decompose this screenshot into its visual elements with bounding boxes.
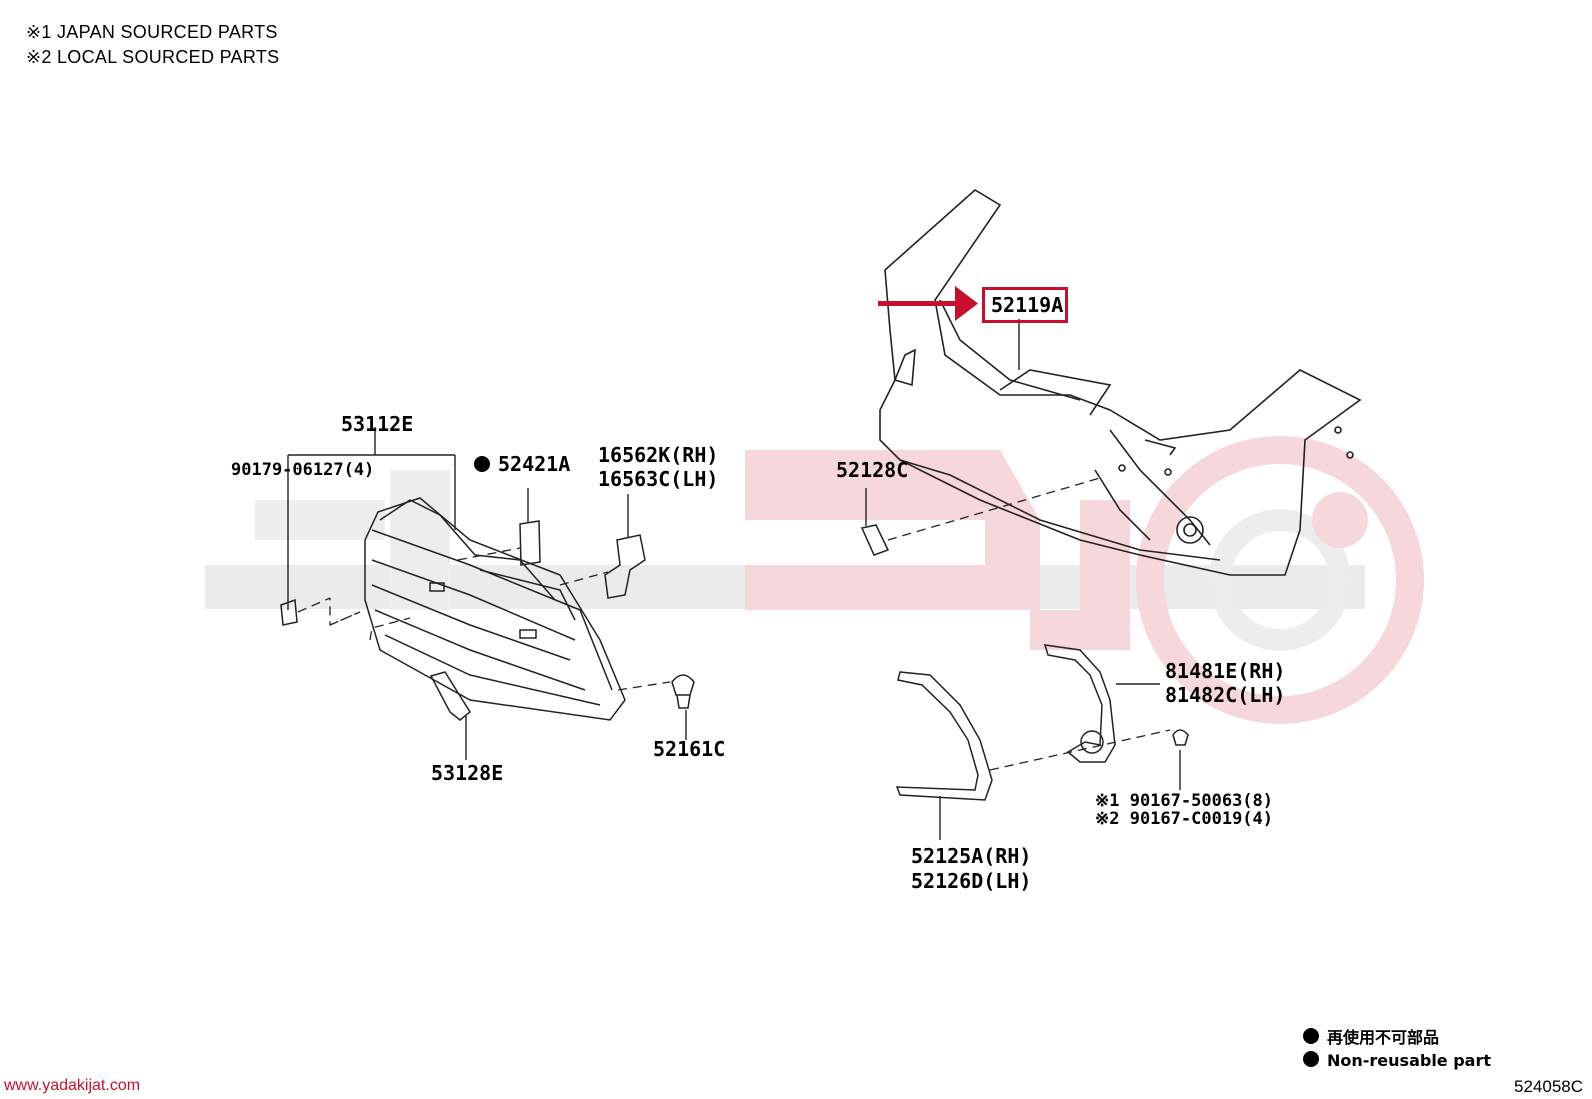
label-52119A[interactable]: 52119A	[991, 293, 1064, 317]
label-16562K[interactable]: 16562K(RH)	[598, 443, 719, 467]
grille-drawing	[364, 497, 626, 721]
emblem-53128E-drawing	[429, 671, 471, 721]
label-52126D[interactable]: 52126D(LH)	[911, 869, 1032, 893]
label-52421A-row[interactable]: 52421A	[474, 452, 570, 476]
legend-dot-icon	[1303, 1028, 1319, 1044]
label-90179[interactable]: 90179-06127(4)	[231, 460, 375, 480]
label-52161C[interactable]: 52161C	[653, 737, 726, 761]
legend-jp-text: 再使用不可部品	[1327, 1028, 1440, 1047]
legend-en-text: Non-reusable part	[1327, 1051, 1492, 1070]
highlight-arrow	[878, 286, 978, 321]
label-16563C[interactable]: 16563C(LH)	[598, 467, 719, 491]
label-90167-50063[interactable]: ※1 90167-50063(8)	[1095, 791, 1274, 811]
site-link[interactable]: www.yadakijat.com	[4, 1077, 141, 1094]
note-local-sourced: ※2 LOCAL SOURCED PARTS	[26, 47, 280, 67]
assembly-dashes	[297, 477, 1171, 771]
label-52421A: 52421A	[498, 452, 571, 476]
note-japan-sourced: ※1 JAPAN SOURCED PARTS	[26, 22, 278, 42]
label-52128C[interactable]: 52128C	[836, 458, 909, 482]
diagram-code: 524058C	[1514, 1077, 1584, 1096]
garnish-52125A-drawing	[895, 671, 993, 801]
label-53128E[interactable]: 53128E	[431, 761, 504, 785]
clip-90179-drawing	[280, 598, 298, 626]
legend-jp: 再使用不可部品	[1303, 1024, 1439, 1048]
legend-en: Non-reusable part	[1303, 1051, 1491, 1070]
label-52125A[interactable]: 52125A(RH)	[911, 844, 1032, 868]
non-reusable-dot-icon	[474, 456, 490, 472]
watermark-logo	[205, 436, 1424, 724]
lamp-bracket-81481E-drawing	[1043, 644, 1189, 763]
highlight-box	[982, 287, 1068, 323]
leader-lines	[287, 319, 1181, 840]
clip-52161C-drawing	[671, 674, 695, 709]
bumper-cover-drawing	[879, 189, 1362, 576]
label-53112E[interactable]: 53112E	[341, 412, 414, 436]
label-90167-C0019[interactable]: ※2 90167-C0019(4)	[1095, 809, 1274, 829]
plate-52421A-drawing	[519, 520, 541, 566]
label-81482C[interactable]: 81482C(LH)	[1165, 683, 1286, 707]
label-81481E[interactable]: 81481E(RH)	[1165, 659, 1286, 683]
legend-dot-icon	[1303, 1051, 1319, 1067]
bracket-16562K-drawing	[604, 534, 646, 599]
spacer-52128C-drawing	[860, 524, 890, 556]
